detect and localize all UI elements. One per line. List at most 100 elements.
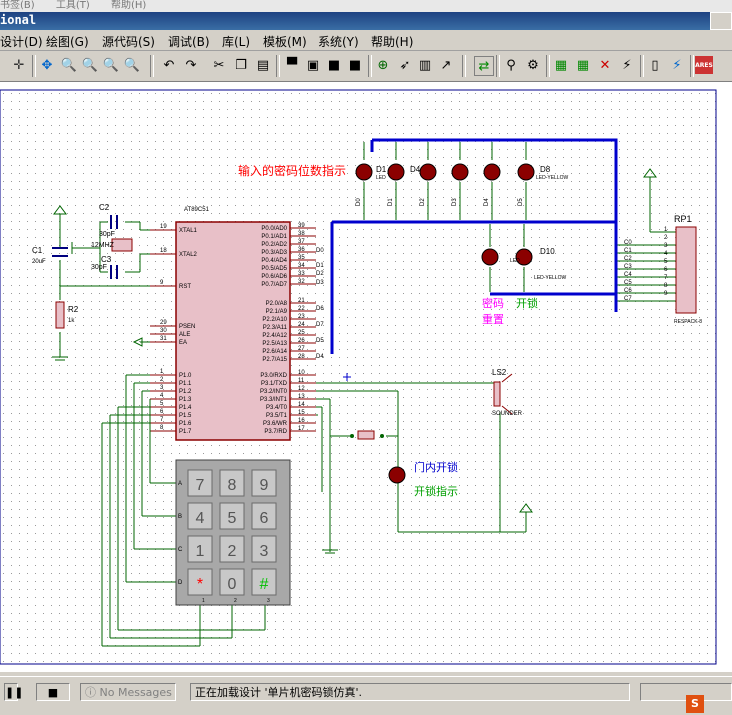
mcu-pin-name: P1.7 [179, 429, 192, 435]
make-device-icon[interactable]: ➶ [399, 57, 411, 73]
mcu-pin-number: 35 [298, 255, 305, 261]
keypad-key-3[interactable]: 3 [260, 543, 269, 560]
push-button[interactable] [350, 430, 384, 440]
messages-panel[interactable]: ⓘ No Messages [80, 683, 176, 701]
keypad-key-7[interactable]: 7 [196, 477, 205, 494]
keypad-key-8[interactable]: 8 [228, 477, 237, 494]
capacitor-c1[interactable] [52, 247, 68, 257]
block-move-icon[interactable]: ▣ [306, 57, 320, 73]
keypad-row-label: C [178, 547, 183, 553]
led-row-code-reset[interactable] [481, 248, 533, 266]
keypad-key-9[interactable]: 9 [260, 477, 269, 494]
document-icon[interactable]: ▯ [651, 57, 659, 73]
led-unlock-indicator[interactable] [388, 466, 406, 484]
window-control-button[interactable] [710, 12, 732, 30]
undo-icon[interactable]: ↶ [163, 57, 175, 73]
redo-icon[interactable]: ↷ [185, 57, 197, 73]
mcu-pin-number: 13 [298, 394, 305, 400]
menu-debug[interactable]: 调试(B) [168, 35, 210, 49]
rp-pin-number: 2 [664, 235, 668, 241]
keypad-key-5[interactable]: 5 [228, 510, 237, 527]
label-unlock: 开锁 [516, 296, 538, 310]
keypad-key-star[interactable]: * [197, 576, 203, 593]
keypad-col-label: 2 [234, 598, 237, 604]
ares-icon[interactable]: ARES [695, 56, 713, 74]
mcu-pin-name: P1.0 [179, 373, 192, 379]
pick-device-icon[interactable]: ⊕ [377, 57, 389, 73]
mcu-pin-name: P3.0/RXD [260, 373, 287, 379]
mcu-left-pin-labels: 19XTAL118XTAL29RST29PSEN30ALE31EA1P1.02P… [160, 224, 198, 435]
sounder-ls2[interactable] [493, 373, 513, 415]
menu-source[interactable]: 源代码(S) [102, 35, 155, 49]
keypad-key-0[interactable]: 0 [228, 576, 237, 593]
zoom-all-icon[interactable]: 🔍 [102, 57, 120, 73]
title-bar: 书签(B) 工具(T) 帮助(H) ional [0, 0, 732, 30]
move-icon[interactable]: ✥ [41, 57, 53, 73]
info-icon: ⓘ [85, 686, 96, 699]
mcu-chip[interactable] [175, 221, 291, 441]
net-label: D2 [420, 198, 426, 206]
ime-icon[interactable]: S [686, 695, 704, 713]
keypad-key-6[interactable]: 6 [260, 510, 269, 527]
top-menu-item[interactable]: 帮助(H) [110, 0, 147, 11]
mcu-pin-number: 12 [298, 386, 305, 392]
zoom-out-icon[interactable]: 🔍 [81, 57, 99, 73]
property-icon[interactable]: ⚙ [527, 57, 539, 73]
search-icon[interactable]: ⚲ [506, 57, 516, 73]
toolbar-separator [368, 55, 372, 77]
menu-draw[interactable]: 绘图(G) [46, 35, 89, 49]
stop-button[interactable]: ■ [36, 683, 70, 701]
menu-help[interactable]: 帮助(H) [371, 35, 414, 49]
top-menu-item[interactable]: 书签(B) [0, 0, 35, 11]
rp-pin-number: 9 [664, 291, 668, 297]
block-rotate-icon[interactable]: ■ [327, 57, 341, 73]
label-rp1: RP1 [674, 214, 692, 224]
mcu-pin-name: P2.2/A10 [262, 317, 287, 323]
netlist-icon[interactable]: ▦ [554, 57, 568, 73]
rp-pin-label: C3 [624, 264, 632, 270]
refresh-icon[interactable]: ⚡ [672, 57, 682, 73]
keypad-row-label: B [178, 514, 182, 520]
menu-system[interactable]: 系统(Y) [318, 35, 359, 49]
label-mcu: AT89C51 [184, 207, 210, 213]
paste-icon[interactable]: ▤ [256, 57, 270, 73]
menu-library[interactable]: 库(L) [222, 35, 251, 49]
schematic-canvas[interactable]: C2 30pF 12MHZ C3 30pF C1 20uF R2 1k AT89… [0, 82, 732, 672]
wire-autoroute-icon[interactable]: ⇄ [474, 56, 494, 76]
mcu-pin-name: P1.1 [179, 381, 192, 387]
erc-icon[interactable]: ✕ [599, 57, 611, 73]
pack-icon[interactable]: ▥ [418, 57, 432, 73]
copy-icon[interactable]: ❐ [235, 57, 247, 73]
toolbar-separator [496, 55, 500, 77]
cursor-crosshair [343, 373, 351, 381]
toolbar-separator [32, 55, 36, 77]
resistor-r2[interactable] [55, 301, 65, 329]
menu-template[interactable]: 模板(M) [263, 35, 307, 49]
capacitor-c3[interactable] [110, 265, 118, 279]
keypad-key-4[interactable]: 4 [196, 510, 205, 527]
keypad-key-1[interactable]: 1 [196, 543, 205, 560]
capacitor-c2[interactable] [110, 215, 118, 229]
keypad-key-hash[interactable]: # [260, 576, 269, 593]
led-row-input-indicator[interactable] [355, 163, 535, 181]
toolbar-separator [546, 55, 550, 77]
block-copy-icon[interactable]: ▀ [287, 57, 297, 73]
bom-icon[interactable]: ▦ [576, 57, 590, 73]
cut-icon[interactable]: ✂ [213, 57, 225, 73]
label-led-2: LED [510, 258, 520, 264]
keypad-key-2[interactable]: 2 [228, 543, 237, 560]
resistor-pack-rp1[interactable] [675, 226, 697, 314]
zoom-in-icon[interactable]: 🔍 [60, 57, 78, 73]
mcu-pin-name: XTAL1 [179, 228, 198, 234]
menu-design[interactable]: 设计(D) [0, 35, 43, 49]
zoom-area-icon[interactable]: 🔍 [123, 57, 141, 73]
add-icon[interactable]: ✛ [13, 57, 25, 73]
block-icon[interactable]: ⚡ [622, 57, 632, 73]
block-delete-icon[interactable]: ■ [348, 57, 362, 73]
crystal[interactable] [111, 238, 133, 252]
decompose-icon[interactable]: ↗ [440, 57, 452, 73]
label-rp1-value: RESPACK-8 [674, 319, 702, 325]
pause-button[interactable]: ❚❚ [4, 683, 23, 701]
top-menu-item[interactable]: 工具(T) [55, 0, 90, 11]
